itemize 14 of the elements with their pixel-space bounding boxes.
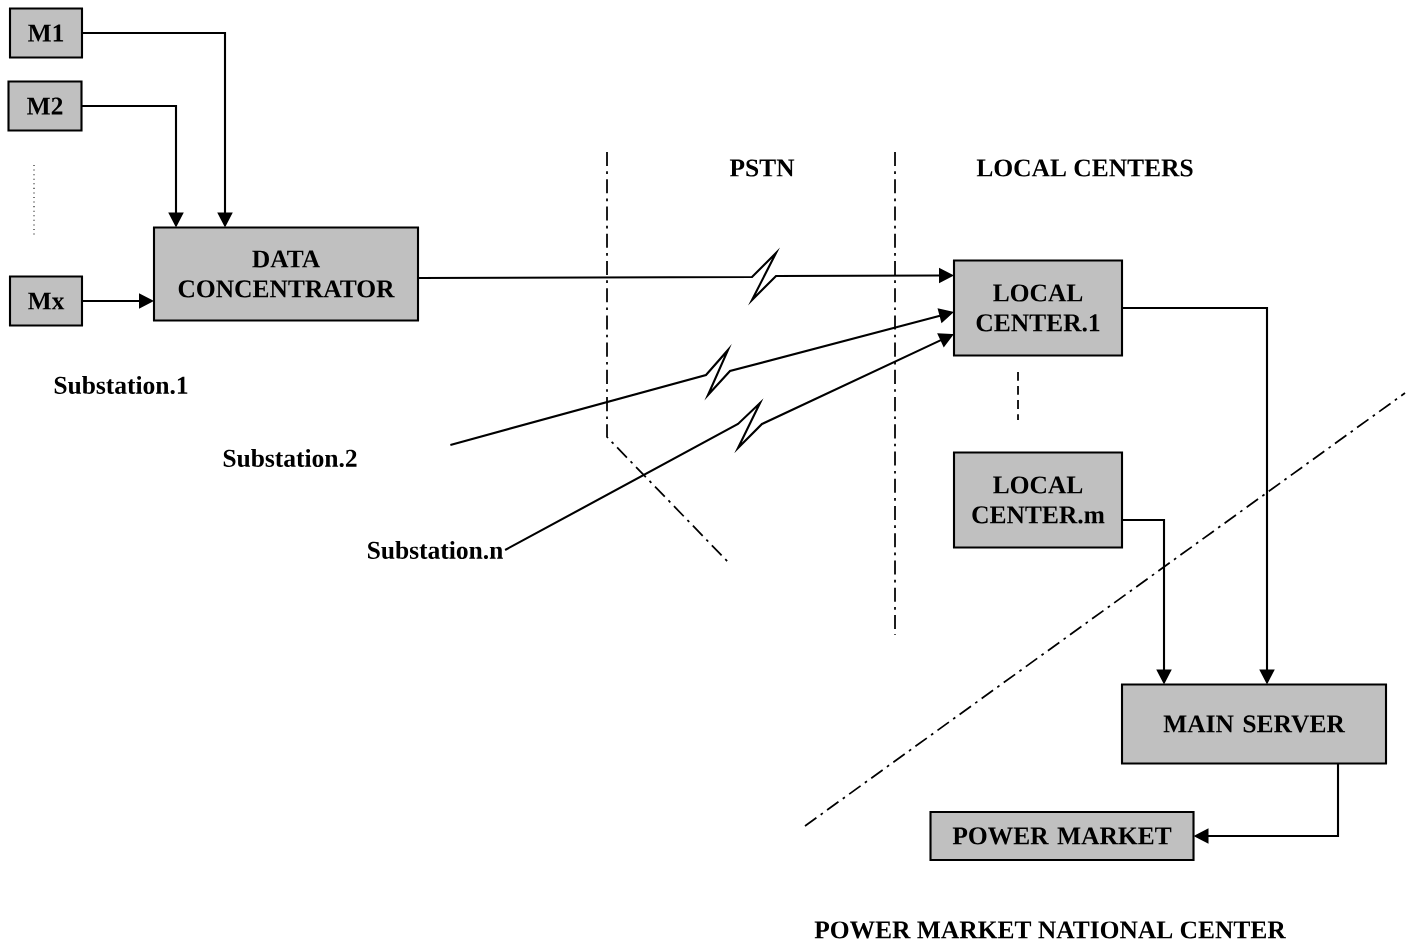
process-box: LOCAL CENTER.m	[952, 451, 1124, 549]
station-label: Substation.2	[223, 448, 357, 467]
process-box: M1	[8, 7, 84, 59]
process-box: POWER MARKET	[929, 810, 1195, 862]
process-box: DATA CONCENTRATOR	[152, 226, 420, 322]
process-box: LOCAL CENTER.1	[952, 259, 1124, 357]
station-label: Substation.n	[368, 540, 503, 559]
zone-label: PSTN	[729, 159, 795, 177]
station-label: Substation.1	[54, 375, 188, 394]
process-box: Mx	[8, 275, 84, 327]
zone-label: LOCAL CENTERS	[976, 159, 1193, 177]
region-label: POWER MARKET NATIONAL CENTER	[814, 921, 1286, 939]
process-box: M2	[7, 80, 83, 132]
process-box: MAIN SERVER	[1120, 683, 1388, 765]
